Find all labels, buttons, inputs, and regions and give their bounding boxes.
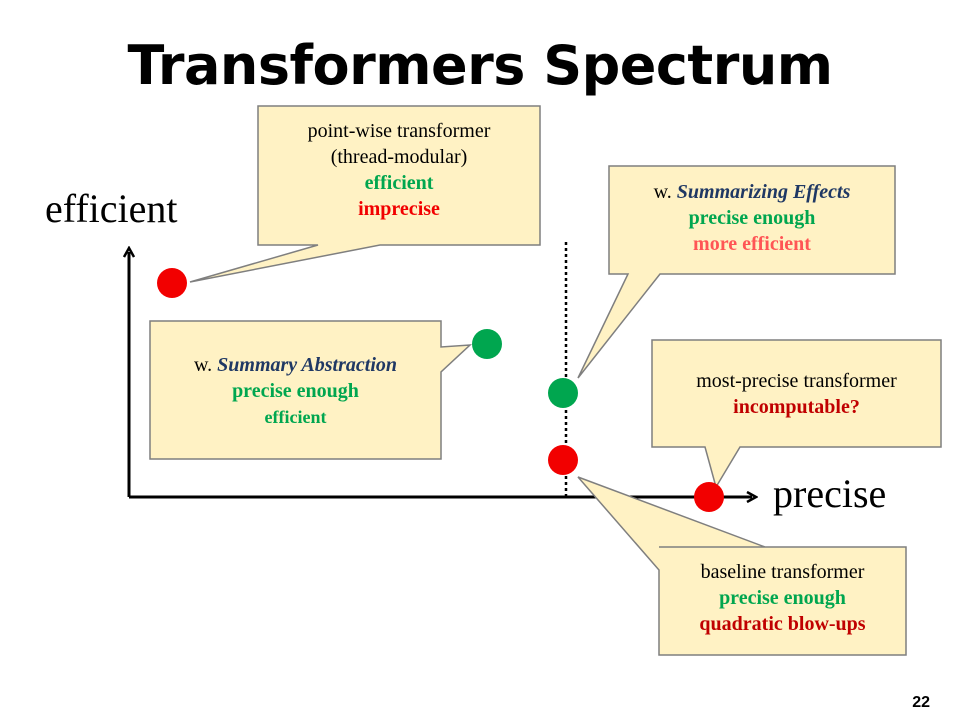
callout-pointwise-title: point-wise transformer [307, 120, 491, 142]
callout-baseline-precise: precise enough [719, 587, 846, 609]
callout-pointwise-subtitle: (thread-modular) [330, 146, 468, 168]
callout-abstraction: w. Summary Abstraction precise enough ef… [150, 352, 441, 430]
red-dot-mostprecise [694, 482, 724, 512]
callout-abstraction-shape [149, 320, 473, 460]
callout-baseline: baseline transformer precise enough quad… [659, 559, 906, 637]
callout-mostprecise: most-precise transformer incomputable? [652, 368, 941, 420]
x-axis-label: precise [773, 471, 887, 516]
callout-abstraction-title: w. Summary Abstraction [150, 352, 441, 378]
callout-baseline-blowups: quadratic blow-ups [699, 613, 866, 635]
green-dot-abstraction [472, 329, 502, 359]
callout-mostprecise-shape [651, 339, 942, 489]
callout-baseline-shape [577, 476, 907, 656]
callout-abstraction-emphasis: Summary Abstraction [217, 354, 397, 376]
slide-title: Transformers Spectrum [127, 34, 833, 97]
callout-abstraction-efficient: efficient [264, 407, 327, 427]
callout-summarizing: w. Summarizing Effects precise enough mo… [609, 179, 895, 257]
callout-abstraction-precise: precise enough [232, 380, 359, 402]
slide-number: 22 [912, 694, 930, 711]
callout-summarizing-shape [577, 165, 896, 379]
callout-pointwise-imprecise: imprecise [358, 198, 440, 220]
red-dot-baseline [548, 445, 578, 475]
callout-baseline-title: baseline transformer [700, 561, 865, 583]
callout-summarizing-precise: precise enough [688, 207, 816, 229]
callout-abstraction-prefix: w. [193, 354, 218, 376]
green-dot-summarizing [548, 378, 578, 408]
red-dot-pointwise [157, 268, 187, 298]
y-axis-label: efficient [45, 186, 178, 231]
callout-summarizing-efficient: more efficient [693, 233, 811, 255]
callout-pointwise-shape [189, 105, 541, 283]
callout-mostprecise-incomputable: incomputable? [733, 396, 860, 418]
callout-summarizing-prefix: w. [653, 181, 677, 203]
callout-summarizing-emphasis: Summarizing Effects [676, 181, 851, 203]
callout-summarizing-title: w. Summarizing Effects [609, 179, 895, 205]
callout-pointwise: point-wise transformer (thread-modular) … [258, 118, 540, 222]
callout-pointwise-efficient: efficient [364, 172, 434, 194]
callout-mostprecise-title: most-precise transformer [696, 370, 897, 392]
